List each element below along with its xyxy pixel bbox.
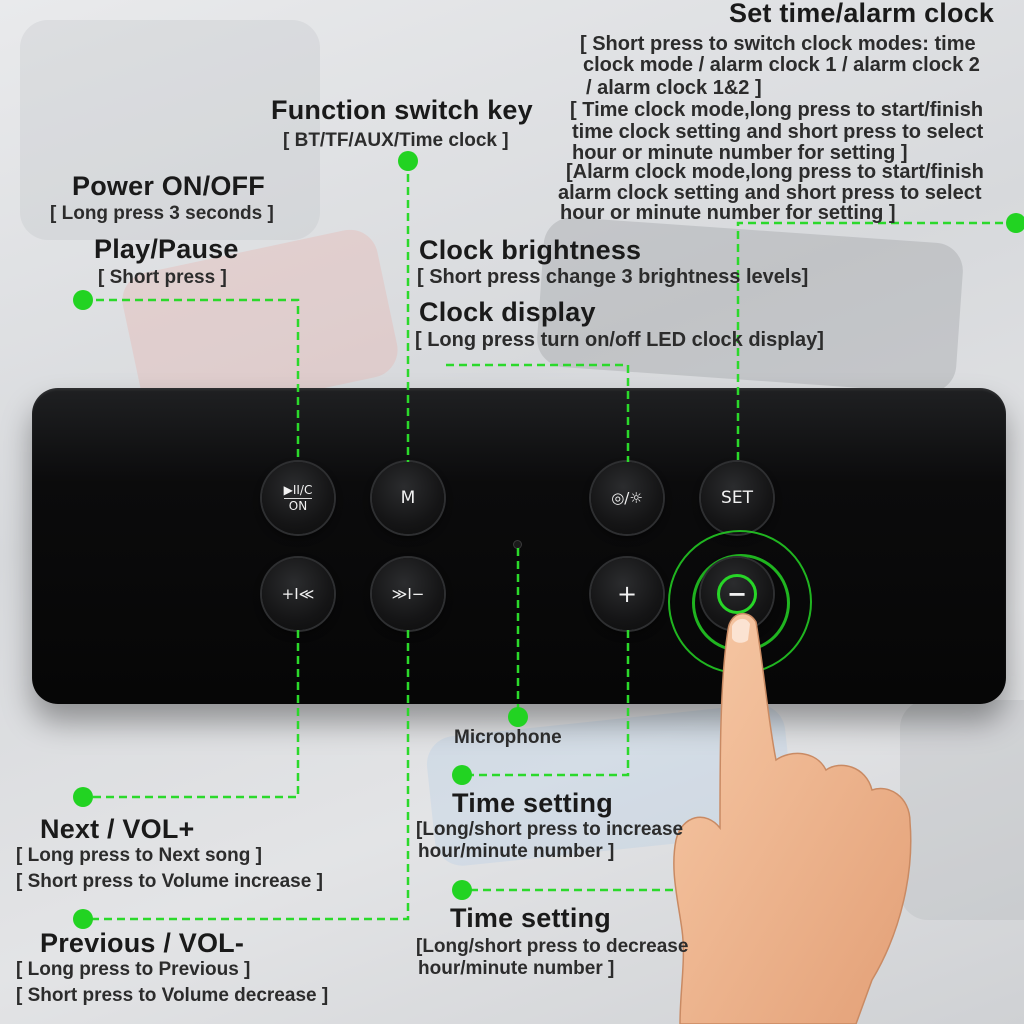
- minus-button-label: −: [717, 574, 757, 614]
- mode-button-label: M: [400, 488, 416, 508]
- clock-brightness-title: Clock brightness: [419, 235, 642, 265]
- play-button-top-label: ▶II/C: [283, 482, 313, 497]
- previous-vol-line-1: [ Long press to Previous ]: [16, 959, 251, 980]
- microphone-label: Microphone: [454, 727, 562, 748]
- set-time-line-5: time clock setting and short press to se…: [572, 121, 984, 143]
- next-button[interactable]: ≫I−: [372, 558, 444, 630]
- next-vol-line-1: [ Long press to Next song ]: [16, 845, 262, 866]
- time-setting-decrease-title: Time setting: [450, 903, 611, 933]
- callout-line-next: [83, 630, 300, 799]
- callout-dot-previous: [73, 909, 93, 929]
- set-time-line-2: clock mode / alarm clock 1 / alarm clock…: [583, 54, 980, 76]
- power-note: [ Long press 3 seconds ]: [50, 203, 274, 224]
- previous-button[interactable]: +I≪: [262, 558, 334, 630]
- callout-line-clock-display: [446, 363, 630, 462]
- clock-display-note: [ Long press turn on/off LED clock displ…: [415, 329, 824, 351]
- pointing-hand-icon: [673, 612, 912, 1024]
- set-time-line-3: / alarm clock 1&2 ]: [586, 77, 762, 99]
- power-title: Power ON/OFF: [72, 171, 265, 201]
- plus-button-label: +: [616, 580, 638, 608]
- next-button-label: ≫I−: [391, 585, 425, 603]
- time-setting-increase-title: Time setting: [452, 788, 613, 818]
- play-pause-title: Play/Pause: [94, 234, 239, 264]
- play-pause-note: [ Short press ]: [98, 267, 227, 288]
- microphone-hole: [514, 541, 521, 548]
- clock-brightness-note: [ Short press change 3 brightness levels…: [417, 266, 809, 288]
- clock-display-title: Clock display: [419, 297, 596, 327]
- previous-button-label: +I≪: [281, 585, 315, 603]
- set-time-line-9: hour or minute number for setting ]: [560, 202, 896, 224]
- callout-dot-set: [1006, 213, 1024, 233]
- background-device: [20, 20, 320, 240]
- callout-dot-minus: [452, 880, 472, 900]
- time-setting-increase-line-2: hour/minute number ]: [418, 841, 615, 862]
- mode-button[interactable]: M: [372, 462, 444, 534]
- callout-dot-function-switch: [398, 151, 418, 171]
- callout-line-previous: [83, 630, 410, 921]
- function-switch-note: [ BT/TF/AUX/Time clock ]: [283, 130, 509, 151]
- callout-line-plus: [462, 630, 630, 777]
- set-time-line-4: [ Time clock mode,long press to start/fi…: [570, 99, 984, 121]
- set-time-line-7: [Alarm clock mode,long press to start/fi…: [566, 161, 984, 183]
- set-button[interactable]: SET: [701, 462, 773, 534]
- callout-dot-play-pause: [73, 290, 93, 310]
- brightness-button-label: ◎/☼: [611, 489, 643, 507]
- next-vol-line-2: [ Short press to Volume increase ]: [16, 871, 323, 892]
- time-setting-decrease-line-2: hour/minute number ]: [418, 958, 615, 979]
- previous-vol-line-2: [ Short press to Volume decrease ]: [16, 985, 329, 1006]
- background-object: [900, 700, 1024, 920]
- plus-button[interactable]: +: [591, 558, 663, 630]
- callout-dot-next: [73, 787, 93, 807]
- time-setting-decrease-line-1: [Long/short press to decrease: [416, 936, 689, 957]
- callout-line-set: [736, 221, 1016, 462]
- previous-vol-title: Previous / VOL-: [40, 928, 245, 958]
- brightness-button[interactable]: ◎/☼: [591, 462, 663, 534]
- time-setting-increase-line-1: [Long/short press to increase: [416, 819, 684, 840]
- set-time-title: Set time/alarm clock: [729, 0, 995, 28]
- function-switch-title: Function switch key: [271, 95, 533, 125]
- callout-line-play-pause: [83, 298, 300, 462]
- set-time-line-1: [ Short press to switch clock modes: tim…: [580, 33, 976, 55]
- next-vol-title: Next / VOL+: [40, 814, 195, 844]
- play-button-bottom-label: ON: [283, 497, 313, 513]
- callout-dot-plus: [452, 765, 472, 785]
- callout-dot-microphone: [508, 707, 528, 727]
- play-pause-power-button[interactable]: ▶II/C ON: [262, 462, 334, 534]
- set-time-line-6: hour or minute number for setting ]: [572, 142, 908, 164]
- set-time-line-8: alarm clock setting and short press to s…: [558, 182, 982, 204]
- set-button-label: SET: [721, 488, 753, 508]
